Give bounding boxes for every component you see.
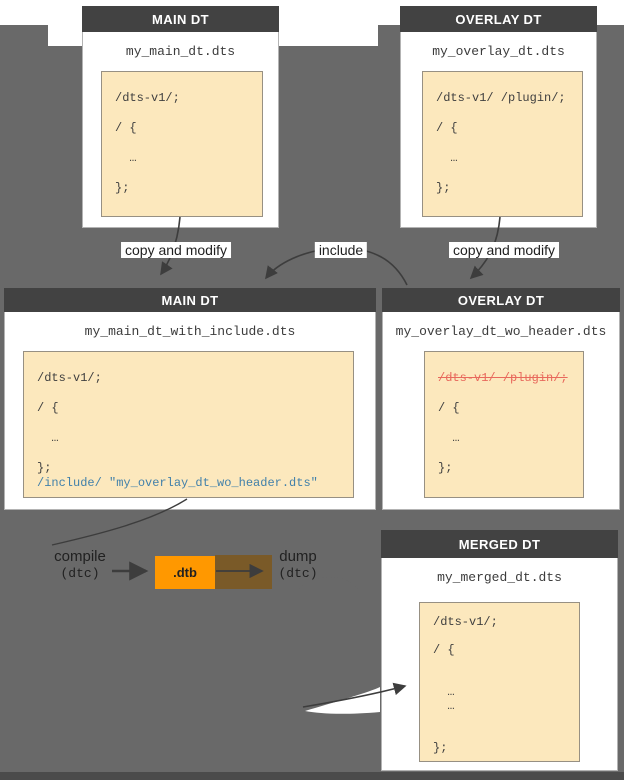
code-box-merged-dt: /dts-v1/; / { … …};: [419, 602, 580, 762]
card-body: my_overlay_dt_wo_header.dts /dts-v1/ /pl…: [382, 312, 620, 510]
code-line: };: [433, 741, 448, 755]
code-line: [436, 106, 576, 121]
code-line: };: [436, 181, 451, 195]
code-line: …: [436, 151, 458, 165]
card-title: MAIN DT: [152, 11, 209, 27]
code-line: /dts-v1/ /plugin/;: [438, 371, 568, 385]
code-line: [115, 106, 256, 121]
filename-merged-dt: my_merged_dt.dts: [437, 570, 562, 585]
card-header-main-dt-include: MAIN DT: [4, 288, 376, 312]
card-overlay-dt-top: OVERLAY DT my_overlay_dt.dts /dts-v1/ /p…: [400, 6, 597, 228]
code-line: [433, 671, 573, 685]
code-box-main-dt-with-include: /dts-v1/; / { …};/include/ "my_overlay_dt…: [23, 351, 354, 498]
card-title: MAIN DT: [161, 292, 219, 308]
code-line: };: [115, 181, 130, 195]
card-header-overlay-dt-top: OVERLAY DT: [400, 6, 597, 32]
card-title: OVERLAY DT: [457, 292, 545, 308]
card-main-dt-top: MAIN DT my_main_dt.dts /dts-v1/; / { …};: [82, 6, 279, 228]
filename-overlay-dt-wo-header: my_overlay_dt_wo_header.dts: [395, 324, 607, 339]
code-line: [115, 166, 256, 181]
code-line: [115, 136, 256, 151]
code-line: [37, 416, 347, 431]
code-line: …: [115, 151, 137, 165]
code-line: [37, 386, 347, 401]
dump-text: dump: [279, 548, 317, 565]
code-line: [438, 446, 577, 461]
code-line: [37, 446, 347, 461]
code-line: / {: [115, 121, 137, 135]
code-line: [438, 386, 577, 401]
code-line: …: [433, 685, 455, 699]
card-body: my_main_dt.dts /dts-v1/; / { …};: [82, 32, 279, 228]
code-line: };: [37, 461, 52, 475]
label-dump: dump (dtc): [278, 548, 317, 582]
label-compile: compile (dtc): [54, 548, 106, 582]
code-box-overlay-dt-top: /dts-v1/ /plugin/; / { …};: [422, 71, 583, 217]
card-body: my_overlay_dt.dts /dts-v1/ /plugin/; / { …: [400, 32, 597, 228]
code-line: /dts-v1/;: [37, 371, 102, 385]
card-overlay-dt-wo-header: OVERLAY DT my_overlay_dt_wo_header.dts /…: [382, 288, 620, 510]
code-line: [438, 416, 577, 431]
filename-main-dt: my_main_dt.dts: [125, 44, 236, 59]
bottom-strip: [0, 772, 624, 780]
code-line: /dts-v1/ /plugin/;: [436, 91, 566, 105]
code-line: …: [433, 699, 455, 713]
code-line: [433, 713, 573, 727]
code-line: / {: [433, 643, 455, 657]
card-header-main-dt-top: MAIN DT: [82, 6, 279, 32]
dtb-shadow: [215, 555, 272, 589]
swoosh-wedge: [305, 687, 380, 714]
code-line: /dts-v1/;: [115, 91, 180, 105]
code-line: [433, 629, 573, 643]
code-line: …: [37, 431, 59, 445]
code-line: / {: [37, 401, 59, 415]
code-line: [436, 166, 576, 181]
code-line: …: [438, 431, 460, 445]
code-line: };: [438, 461, 453, 475]
label-copy-and-modify-right: copy and modify: [449, 242, 559, 258]
card-merged-dt: MERGED DT my_merged_dt.dts /dts-v1/; / { …: [381, 530, 618, 771]
code-line: / {: [438, 401, 460, 415]
code-line: [436, 136, 576, 151]
card-title: MERGED DT: [458, 536, 541, 552]
label-copy-and-modify-left: copy and modify: [121, 242, 231, 258]
dtb-file-box: .dtb: [155, 556, 215, 589]
compile-text: compile: [54, 548, 106, 565]
card-body: my_main_dt_with_include.dts /dts-v1/; / {…: [4, 312, 376, 510]
dump-tool-text: (dtc): [278, 566, 318, 581]
dtb-label: .dtb: [173, 565, 197, 580]
label-include: include: [314, 242, 368, 258]
card-header-merged-dt: MERGED DT: [381, 530, 618, 558]
code-line: /include/ "my_overlay_dt_wo_header.dts": [37, 476, 318, 490]
code-box-overlay-dt-wo-header: /dts-v1/ /plugin/; / { …};: [424, 351, 584, 498]
code-line: / {: [436, 121, 458, 135]
code-line: [433, 727, 573, 741]
compile-tool-text: (dtc): [60, 566, 100, 581]
card-header-overlay-wo-header: OVERLAY DT: [382, 288, 620, 312]
card-body: my_merged_dt.dts /dts-v1/; / { … …};: [381, 558, 618, 771]
code-line: [433, 657, 573, 671]
code-line: /dts-v1/;: [433, 615, 498, 629]
card-title: OVERLAY DT: [455, 11, 542, 27]
card-main-dt-with-include: MAIN DT my_main_dt_with_include.dts /dts…: [4, 288, 376, 510]
filename-main-dt-with-include: my_main_dt_with_include.dts: [84, 324, 296, 339]
filename-overlay-dt: my_overlay_dt.dts: [432, 44, 565, 59]
code-box-main-dt-top: /dts-v1/; / { …};: [101, 71, 263, 217]
